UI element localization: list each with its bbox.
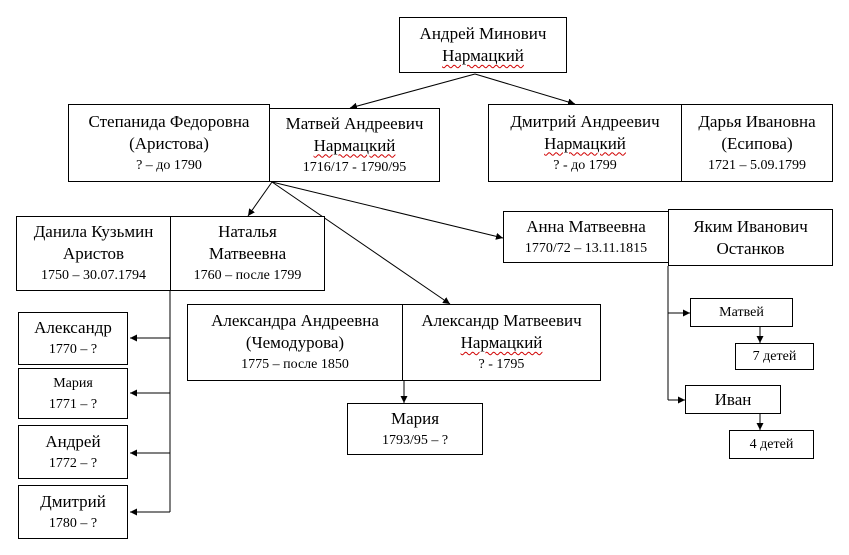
name: Мария [390, 408, 440, 428]
name: Анна Матвеевна [526, 216, 646, 236]
person-andrey-minovich: Андрей Минович Нармацкий [399, 17, 567, 73]
surname: Аристов [62, 244, 125, 263]
arrow-andrey-to-matvey [349, 73, 476, 110]
person-matvey-ostankov: Матвей [690, 298, 793, 327]
name: Иван [714, 389, 752, 409]
dates: ? - до 1799 [553, 157, 617, 173]
maiden-name: (Аристова) [129, 133, 209, 153]
name: Александр Матвеевич [421, 311, 582, 330]
name: Матвей [719, 305, 764, 320]
surname: Нармацкий [442, 46, 524, 65]
person-alexander-matveevich: Александр Матвеевич Нармацкий ? - 1795 [402, 304, 601, 381]
person-maria-child: Мария 1771 – ? [18, 368, 128, 419]
name: Дарья Ивановна [698, 111, 816, 131]
person-alexandra: Александра Андреевна (Чемодурова) 1775 –… [187, 304, 403, 381]
person-andrey-child: Андрей 1772 – ? [18, 425, 128, 479]
dates: 1793/95 – ? [381, 432, 449, 448]
dates: 1770 – ? [48, 342, 98, 357]
dates: 1780 – ? [48, 515, 98, 531]
dates: 1750 – 30.07.1794 [41, 268, 146, 283]
matvey-children-count: 7 детей [735, 343, 814, 370]
dates: 1721 – 5.09.1799 [708, 157, 806, 173]
maiden-name: (Есипова) [721, 133, 793, 153]
surname: Нармацкий [460, 333, 543, 352]
name: Дмитрий Андреевич [510, 111, 660, 131]
arrow-andrey-to-dmitry [474, 73, 576, 106]
name: Наталья [218, 222, 277, 241]
name: Данила Кузьмин [33, 222, 154, 241]
ivan-children-count: 4 детей [729, 430, 814, 459]
person-matvey-andreevich: Матвей Андреевич Нармацкий 1716/17 - 179… [269, 108, 440, 182]
person-anna: Анна Матвеевна 1770/72 – 13.11.1815 [503, 211, 669, 263]
dates: 1771 – ? [48, 396, 98, 412]
person-maria-grandchild: Мария 1793/95 – ? [347, 403, 483, 455]
dates: ? - 1795 [478, 357, 525, 372]
count: 4 детей [749, 437, 794, 452]
person-danila: Данила Кузьмин Аристов 1750 – 30.07.1794 [16, 216, 171, 291]
name: Александра Андреевна [211, 311, 379, 330]
dates: 1775 – после 1850 [241, 357, 349, 372]
name: Андрей Минович [419, 24, 547, 43]
maiden-name: (Чемодурова) [245, 333, 345, 352]
dates: ? – до 1790 [136, 157, 202, 173]
count: 7 детей [752, 349, 797, 364]
name: Андрей [45, 431, 101, 451]
name: Матвей Андреевич [285, 113, 424, 133]
person-yakim: Яким Иванович Останков [668, 209, 833, 266]
arrow-to-alexander [271, 181, 451, 305]
person-natalya: Наталья Матвеевна 1760 – после 1799 [170, 216, 325, 291]
name: Яким Иванович [693, 216, 808, 236]
person-alexander-child: Александр 1770 – ? [18, 312, 128, 365]
surname: Нармацкий [313, 135, 396, 155]
arrow-to-natalya [247, 181, 273, 217]
person-ivan-ostankov: Иван [685, 385, 781, 414]
surname: Нармацкий [544, 133, 626, 153]
name: Александр [34, 318, 112, 337]
surname: Останков [716, 238, 785, 258]
arrow-to-anna [271, 181, 504, 240]
patronymic: Матвеевна [208, 244, 287, 263]
person-darya: Дарья Ивановна (Есипова) 1721 – 5.09.179… [681, 104, 833, 182]
dates: 1772 – ? [48, 455, 98, 471]
name: Степанида Федоровна [88, 111, 250, 131]
name: Мария [53, 375, 93, 391]
dates: 1770/72 – 13.11.1815 [524, 240, 648, 256]
dates: 1716/17 - 1790/95 [302, 159, 407, 175]
name: Дмитрий [40, 491, 106, 511]
person-stepanida: Степанида Федоровна (Аристова) ? – до 17… [68, 104, 270, 182]
person-dmitry-child: Дмитрий 1780 – ? [18, 485, 128, 539]
person-dmitry-andreevich: Дмитрий Андреевич Нармацкий ? - до 1799 [488, 104, 682, 182]
dates: 1760 – после 1799 [193, 268, 302, 283]
